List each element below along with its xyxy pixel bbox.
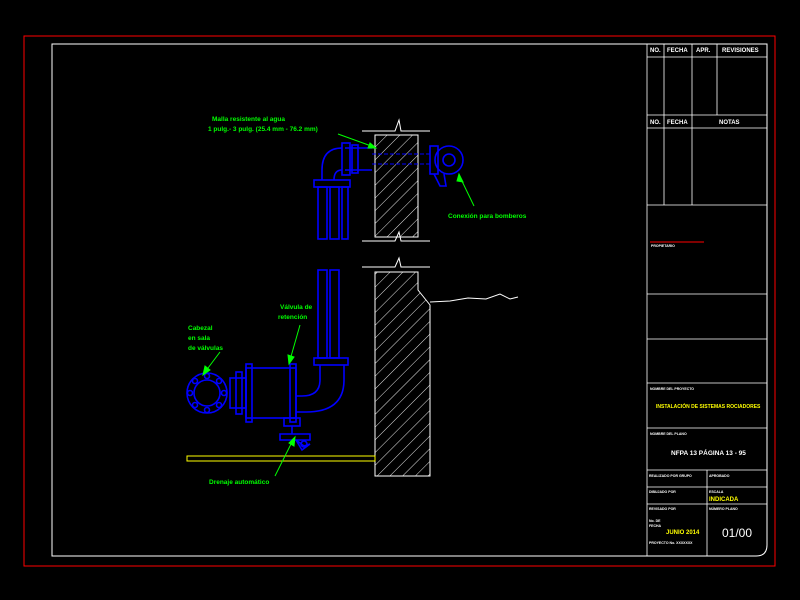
notes-header-notas: NOTAS — [719, 120, 740, 126]
proyecto-label: PROYECTO No. XXXXXXX — [649, 541, 693, 545]
label-cabezal-2: en sala — [188, 335, 210, 342]
propietario-label: PROPIETARIO — [651, 244, 675, 248]
label-valvula-1: Válvula de — [280, 304, 313, 311]
plan-name-label: NOMBRE DEL PLANO — [650, 432, 687, 436]
rev-header-apr: APR. — [696, 48, 711, 54]
label-cabezal-1: Cabezal — [188, 325, 213, 332]
label-conexion: Conexión para bomberos — [448, 213, 527, 220]
dibujado-label: DIBUJADO POR — [649, 490, 676, 494]
notes-header-no: NO. — [650, 120, 661, 126]
outer-border — [23, 35, 776, 567]
plan-name: NFPA 13 PÁGINA 13 - 95 — [671, 448, 746, 457]
aprobado-label: APROBADO — [709, 474, 730, 478]
fecha-value: JUNIO 2014 — [666, 530, 700, 536]
rev-header-revisiones: REVISIONES — [722, 48, 759, 54]
no-label: No. DE — [649, 519, 661, 523]
upper-piping — [313, 142, 464, 240]
wall — [362, 118, 519, 477]
project-name: INSTALACIÓN DE SISTEMAS ROCIADORES — [656, 402, 761, 410]
project-name-label: NOMBRE DEL PROYECTO — [650, 387, 694, 391]
floor-slab — [186, 455, 376, 462]
numero-label: NÚMERO PLANO — [709, 506, 738, 511]
rev-header-fecha: FECHA — [667, 48, 688, 54]
label-drenaje: Drenaje automático — [209, 479, 269, 486]
label-malla-2: 1 pulg.- 3 pulg. (25.4 mm - 76.2 mm) — [208, 126, 318, 133]
notes-header-fecha: FECHA — [667, 120, 688, 126]
realizado-label: REALIZADO POR GRUPO — [649, 474, 692, 478]
label-malla-1: Malla resistente al agua — [212, 116, 285, 123]
label-cabezal-3: de válvulas — [188, 345, 223, 352]
plan-number: 01/00 — [722, 526, 752, 540]
title-block — [646, 44, 767, 556]
label-valvula-2: retención — [278, 314, 307, 321]
escala-value: INDICADA — [709, 497, 739, 503]
revisado-label: REVISADO POR — [649, 507, 676, 511]
fecha-label: FECHA — [649, 524, 662, 528]
lower-piping — [186, 269, 349, 452]
leader-lines — [202, 133, 475, 477]
escala-label: ESCALA — [709, 490, 724, 494]
inner-frame — [51, 43, 768, 557]
rev-header-no: NO. — [650, 48, 661, 54]
